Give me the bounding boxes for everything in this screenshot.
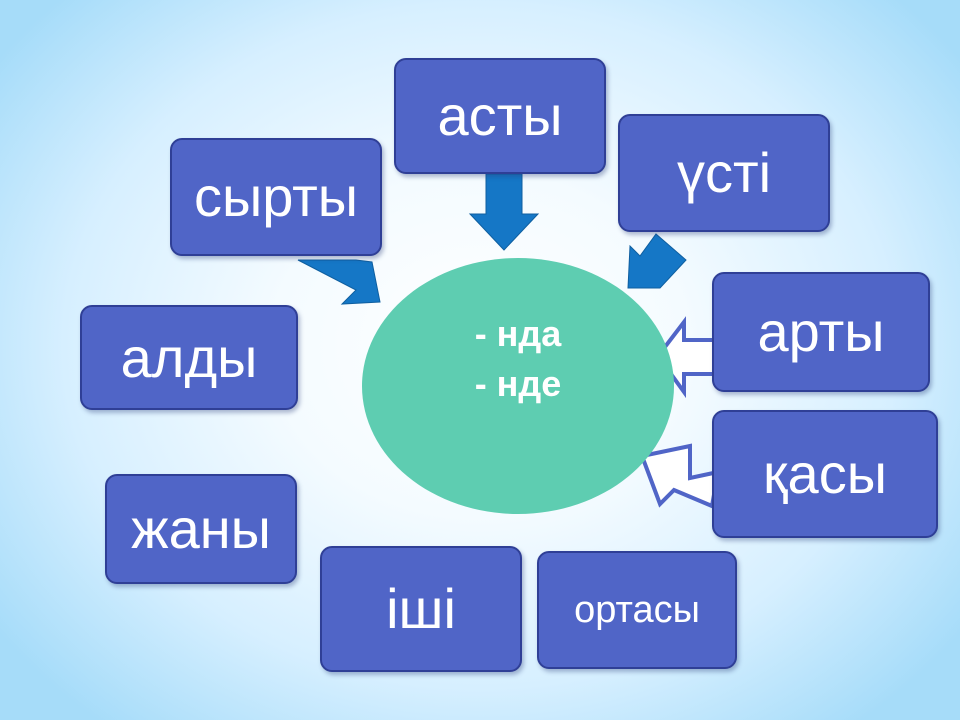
arrow-diagonal-down-left-icon: [627, 233, 687, 289]
box-usti: үсті: [618, 114, 830, 232]
center-ellipse: - нда - нде: [362, 258, 674, 514]
arrow-up-left-icon: [639, 443, 721, 509]
box-zhany: жаны: [105, 474, 297, 584]
box-asty: асты: [394, 58, 606, 174]
box-qasy: қасы: [712, 410, 938, 538]
center-suffix-2: - нде: [474, 363, 562, 404]
box-ortasy: ортасы: [537, 551, 737, 669]
arrow-down-icon: [468, 173, 540, 251]
arrow-diagonal-down-right-icon: [297, 259, 381, 305]
box-arty: арты: [712, 272, 930, 392]
box-ishi: іші: [320, 546, 522, 672]
box-aldy: алды: [80, 305, 298, 410]
box-syrty: сырты: [170, 138, 382, 256]
center-suffix-1: - нда: [474, 313, 562, 354]
